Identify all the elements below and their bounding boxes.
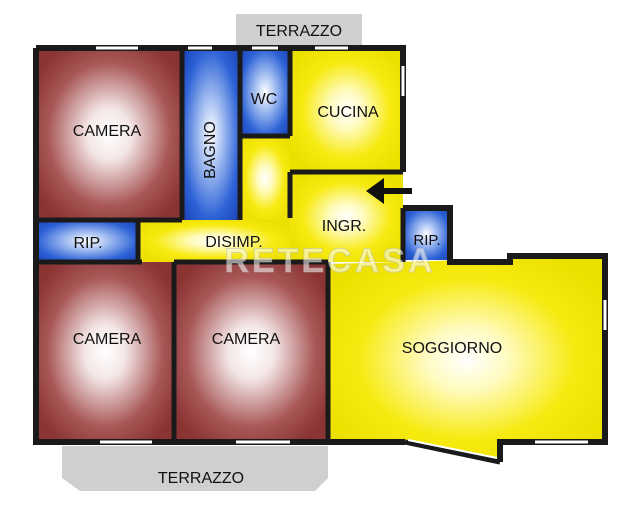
room-cucina bbox=[290, 48, 403, 172]
bay-window-glass bbox=[407, 439, 498, 459]
arrow-left-icon bbox=[366, 178, 412, 204]
label-terrace-top: TERRAZZO bbox=[256, 23, 342, 40]
label-ripostiglio-right: RIP. bbox=[413, 232, 440, 249]
label-camera-bottom-middle: CAMERA bbox=[212, 331, 281, 348]
label-bagno: BAGNO bbox=[202, 121, 219, 179]
room-ingresso bbox=[290, 172, 403, 262]
room-wc bbox=[240, 48, 290, 136]
hall-corridor bbox=[240, 136, 290, 220]
windows bbox=[96, 46, 607, 444]
label-camera-bottom-left: CAMERA bbox=[73, 331, 142, 348]
room-camera-bottom-middle bbox=[174, 262, 328, 442]
label-ripostiglio-left: RIP. bbox=[73, 235, 102, 252]
terrace-top bbox=[236, 14, 362, 46]
label-terrace-bottom: TERRAZZO bbox=[158, 470, 244, 487]
bay-window bbox=[404, 439, 501, 465]
label-disimpegno: DISIMP. bbox=[205, 234, 263, 251]
room-bagno bbox=[182, 48, 240, 220]
label-cucina: CUCINA bbox=[317, 104, 379, 121]
room-soggiorno bbox=[328, 256, 605, 462]
terrace-bottom bbox=[62, 446, 328, 491]
label-soggiorno: SOGGIORNO bbox=[402, 340, 502, 357]
watermark-logo: RETECASA bbox=[224, 242, 435, 280]
label-wc: WC bbox=[251, 91, 278, 108]
room-ripostiglio-right bbox=[403, 208, 450, 260]
room-ripostiglio-left bbox=[36, 220, 138, 262]
room-camera-top-left bbox=[36, 48, 182, 220]
label-camera-top-left: CAMERA bbox=[73, 123, 142, 140]
room-camera-bottom-left bbox=[36, 262, 174, 442]
room-disimpegno bbox=[138, 220, 290, 262]
label-ingresso: INGR. bbox=[322, 218, 366, 235]
outer-wall-top bbox=[36, 45, 406, 172]
